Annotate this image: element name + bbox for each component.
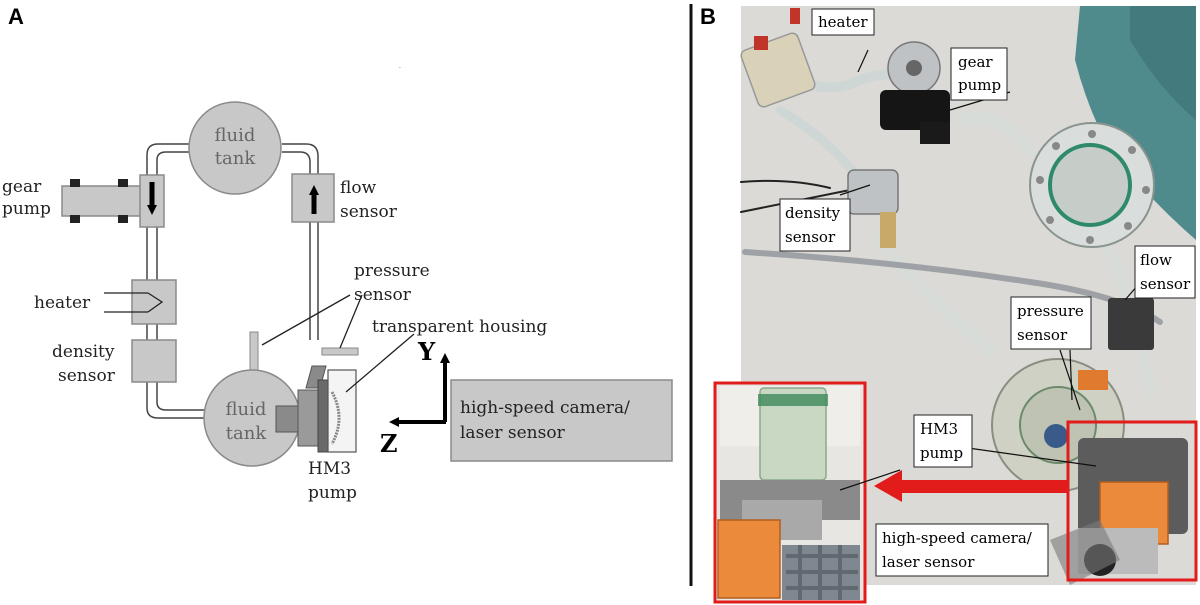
pressure-sensor-stub-right bbox=[321, 347, 359, 356]
transparent-housing bbox=[327, 369, 357, 453]
label-box-hm3-pump bbox=[913, 414, 973, 468]
highlight-box bbox=[1066, 420, 1198, 582]
camera-label-2: laser sensor bbox=[460, 423, 566, 443]
photo-flow-sensor-label-2: sensor bbox=[1140, 275, 1191, 293]
flow-sensor-label-1: flow bbox=[340, 178, 377, 198]
pressure-leader-1 bbox=[261, 294, 351, 346]
photo-flow-sensor bbox=[1108, 298, 1154, 350]
heater bbox=[104, 279, 177, 325]
density-sensor bbox=[131, 339, 177, 383]
camera-label-1: high-speed camera/ bbox=[460, 398, 630, 418]
pressure-sensor-stub-left bbox=[249, 331, 259, 371]
red-arrow bbox=[874, 470, 1068, 502]
photo-heater-label: heater bbox=[818, 13, 868, 31]
transparent-housing-label: transparent housing bbox=[372, 317, 547, 337]
photo-density-sensor bbox=[847, 169, 899, 248]
camera-box bbox=[450, 379, 673, 462]
fluid-tank-top-label-2: tank bbox=[215, 148, 257, 169]
label-box-gear-pump bbox=[950, 47, 1008, 101]
label-box-pressure-sensor bbox=[1010, 296, 1092, 350]
density-sensor-label-2: sensor bbox=[58, 366, 116, 386]
photo-gear-pump-label-1: gear bbox=[958, 53, 993, 71]
label-box-camera bbox=[875, 523, 1049, 577]
label-box-flow-sensor bbox=[1134, 245, 1196, 299]
inset-photo bbox=[715, 383, 865, 602]
panel-b: B bbox=[700, 4, 1198, 604]
pressure-sensor-label-2: sensor bbox=[354, 285, 412, 305]
pressure-sensor-label-1: pressure bbox=[354, 261, 430, 281]
hm3-pump-label-2: pump bbox=[308, 483, 357, 503]
axis-z-label: Z bbox=[380, 429, 398, 458]
label-box-heater bbox=[811, 8, 875, 36]
gear-pump bbox=[61, 174, 165, 228]
fluid-tank-bottom-label-2: tank bbox=[226, 423, 268, 444]
photo-hm3-pump-label-2: pump bbox=[920, 444, 963, 462]
housing-leader bbox=[345, 333, 415, 393]
photo-pressure-sensor-label-2: sensor bbox=[1017, 326, 1068, 344]
photo-camera-label-1: high-speed camera/ bbox=[882, 529, 1033, 547]
panel-b-letter: B bbox=[700, 4, 716, 29]
axis-y-label: Y bbox=[417, 337, 436, 366]
panel-a-letter: A bbox=[8, 4, 24, 29]
stray-dot: · bbox=[399, 65, 401, 72]
photo-density-sensor-label-1: density bbox=[785, 204, 841, 222]
hm3-pump-label-1: HM3 bbox=[308, 459, 351, 479]
fluid-tank-top bbox=[188, 101, 282, 195]
flow-sensor-label-2: sensor bbox=[340, 202, 398, 222]
fluid-tank-bottom-label-1: fluid bbox=[226, 399, 267, 420]
photo-heater bbox=[740, 8, 816, 108]
photo-density-sensor-label-2: sensor bbox=[785, 228, 836, 246]
photo-gear-pump-label-2: pump bbox=[958, 76, 1001, 94]
photo-flow-sensor-label-1: flow bbox=[1140, 251, 1172, 269]
density-sensor-label-1: density bbox=[52, 342, 115, 362]
gear-pump-label-1: gear bbox=[2, 177, 42, 197]
inset-frame bbox=[713, 381, 867, 604]
tubing-loop bbox=[146, 143, 319, 419]
label-box-density-sensor bbox=[779, 198, 851, 252]
panel-a: A fluid tank gear pump bbox=[2, 4, 673, 503]
gear-pump-label-2: pump bbox=[2, 199, 51, 219]
flow-sensor bbox=[291, 173, 335, 223]
coordinate-axes bbox=[389, 353, 450, 427]
photo-tank-top bbox=[1029, 122, 1155, 248]
fluid-tank-top-label-1: fluid bbox=[215, 125, 256, 146]
photo-hm3-pump-label-1: HM3 bbox=[920, 420, 958, 438]
photo-pressure-sensor-label-1: pressure bbox=[1017, 302, 1084, 320]
photo-gear-pump bbox=[880, 41, 950, 144]
photo-camera-label-2: laser sensor bbox=[882, 553, 975, 571]
heater-label: heater bbox=[34, 293, 91, 313]
pressure-leader-2 bbox=[339, 294, 363, 349]
